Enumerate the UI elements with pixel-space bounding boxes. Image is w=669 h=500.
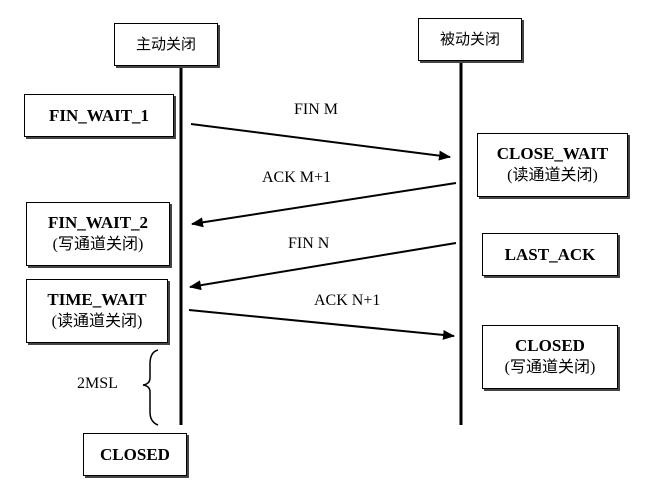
state-fin-wait-1: FIN_WAIT_1: [24, 94, 174, 137]
state-name: CLOSED: [100, 444, 170, 464]
passive-close-header: 被动关闭: [418, 18, 522, 61]
message-ack-m1: ACK M+1: [262, 169, 332, 186]
active-close-header: 主动关闭: [114, 23, 218, 66]
arrow-fin-n: [189, 242, 457, 291]
state-name: CLOSED: [515, 336, 585, 355]
state-note: (写通道关闭): [504, 359, 596, 376]
active-close-label: 主动关闭: [135, 36, 196, 53]
state-time-wait: TIME_WAIT (读通道关闭): [26, 279, 168, 343]
message-fin-n: FIN N: [288, 235, 330, 252]
arrow-ack-m1: [191, 182, 457, 228]
passive-close-label: 被动关闭: [439, 31, 500, 48]
state-closed-right: CLOSED (写通道关闭): [482, 325, 618, 389]
state-note: (写通道关闭): [52, 236, 144, 253]
state-name: LAST_ACK: [504, 244, 596, 264]
arrow-fin-m: [190, 123, 451, 161]
state-name: TIME_WAIT: [47, 290, 147, 309]
state-note: (读通道关闭): [507, 167, 598, 184]
timer-brace: [142, 349, 159, 426]
state-last-ack: LAST_ACK: [482, 233, 618, 276]
message-fin-m: FIN M: [294, 101, 339, 118]
message-ack-n1: ACK N+1: [314, 292, 381, 309]
state-fin-wait-2: FIN_WAIT_2 (写通道关闭): [26, 202, 170, 266]
state-name: FIN_WAIT_2: [47, 213, 149, 232]
state-note: (读通道关闭): [51, 313, 143, 330]
state-name: FIN_WAIT_1: [48, 105, 150, 125]
arrow-ack-n1: [188, 309, 455, 340]
state-closed-left: CLOSED: [83, 433, 187, 476]
state-close-wait: CLOSE_WAIT (读通道关闭): [477, 133, 628, 197]
timer-label: 2MSL: [77, 375, 118, 392]
state-name: CLOSE_WAIT: [496, 144, 609, 163]
